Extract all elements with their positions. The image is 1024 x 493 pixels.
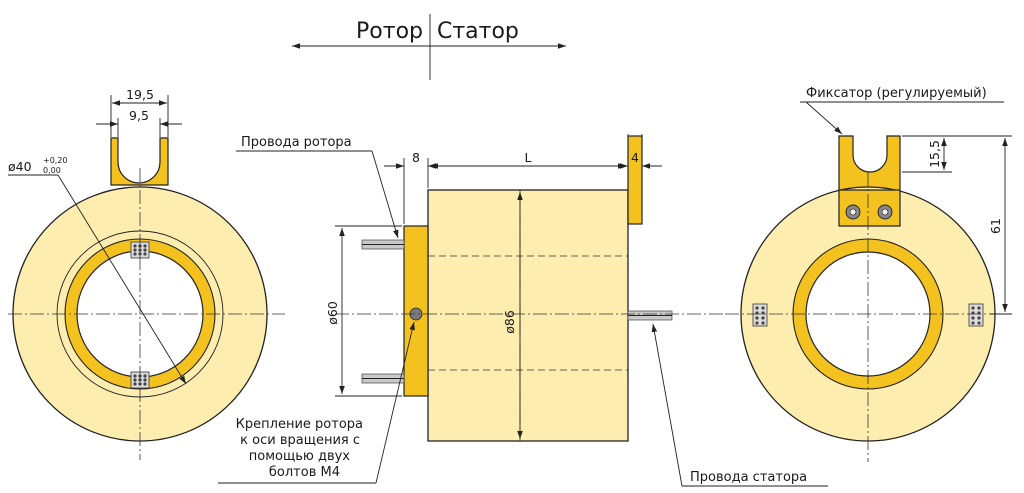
- rotor-stator-header: Ротор Статор: [292, 14, 566, 80]
- middle-view: ø86 ø60 8 L 4 Провода ротора Крепление р…: [218, 134, 828, 487]
- bore-tolerance-lower: 0,00: [43, 166, 61, 175]
- fixator-screw-left-head: [849, 208, 857, 216]
- mount-note-line3: помощью двух: [249, 449, 351, 464]
- left-connector-pins: [133, 244, 147, 386]
- rotor-wires-label: Провода ротора: [241, 135, 352, 150]
- bore-leader-line: [57, 174, 187, 385]
- fixator-slot-dim: 15,5: [927, 140, 942, 168]
- stator-wires-leader: [651, 323, 683, 487]
- body-length-dim: L: [525, 150, 532, 165]
- stator-wires-label: Провода статора: [690, 470, 807, 485]
- mount-note-line1: Крепление ротора: [236, 417, 363, 432]
- left-slot-tab: [110, 137, 169, 186]
- stator-fixing-tab: [627, 135, 643, 225]
- right-view: Фиксатор (регулируемый) 15,5 61: [725, 86, 1012, 462]
- fixator-screw-right-head: [881, 208, 889, 216]
- bore-tolerance-upper: +0,20: [43, 156, 68, 165]
- main-body: [427, 189, 629, 442]
- mount-note-line2: к оси вращения с: [240, 433, 360, 448]
- fixator-height-dim: 61: [988, 218, 1003, 234]
- fixator-leader: [805, 101, 843, 135]
- left-view: 19,5 9,5 ø40 +0,20 0,00: [8, 87, 285, 460]
- rotor-wires-leader: [371, 150, 399, 239]
- flange-diameter-dim: ø60: [325, 301, 340, 325]
- mount-note-line4: болтов М4: [269, 465, 340, 480]
- flange-width-dim: 8: [412, 150, 420, 165]
- body-diameter-dim: ø86: [502, 310, 517, 334]
- slot-inner-dim: 9,5: [129, 108, 149, 123]
- tab-thickness-dim: 4: [631, 150, 639, 165]
- rotor-heading: Ротор: [356, 19, 423, 44]
- bore-diameter-dim: ø40: [8, 159, 32, 174]
- right-connector-left: [752, 303, 768, 327]
- right-connector-right: [968, 303, 984, 327]
- fixator-label: Фиксатор (регулируемый): [806, 86, 987, 101]
- mount-note-leader: [375, 321, 415, 484]
- slot-outer-dim: 19,5: [126, 87, 154, 102]
- stator-heading: Статор: [437, 19, 519, 44]
